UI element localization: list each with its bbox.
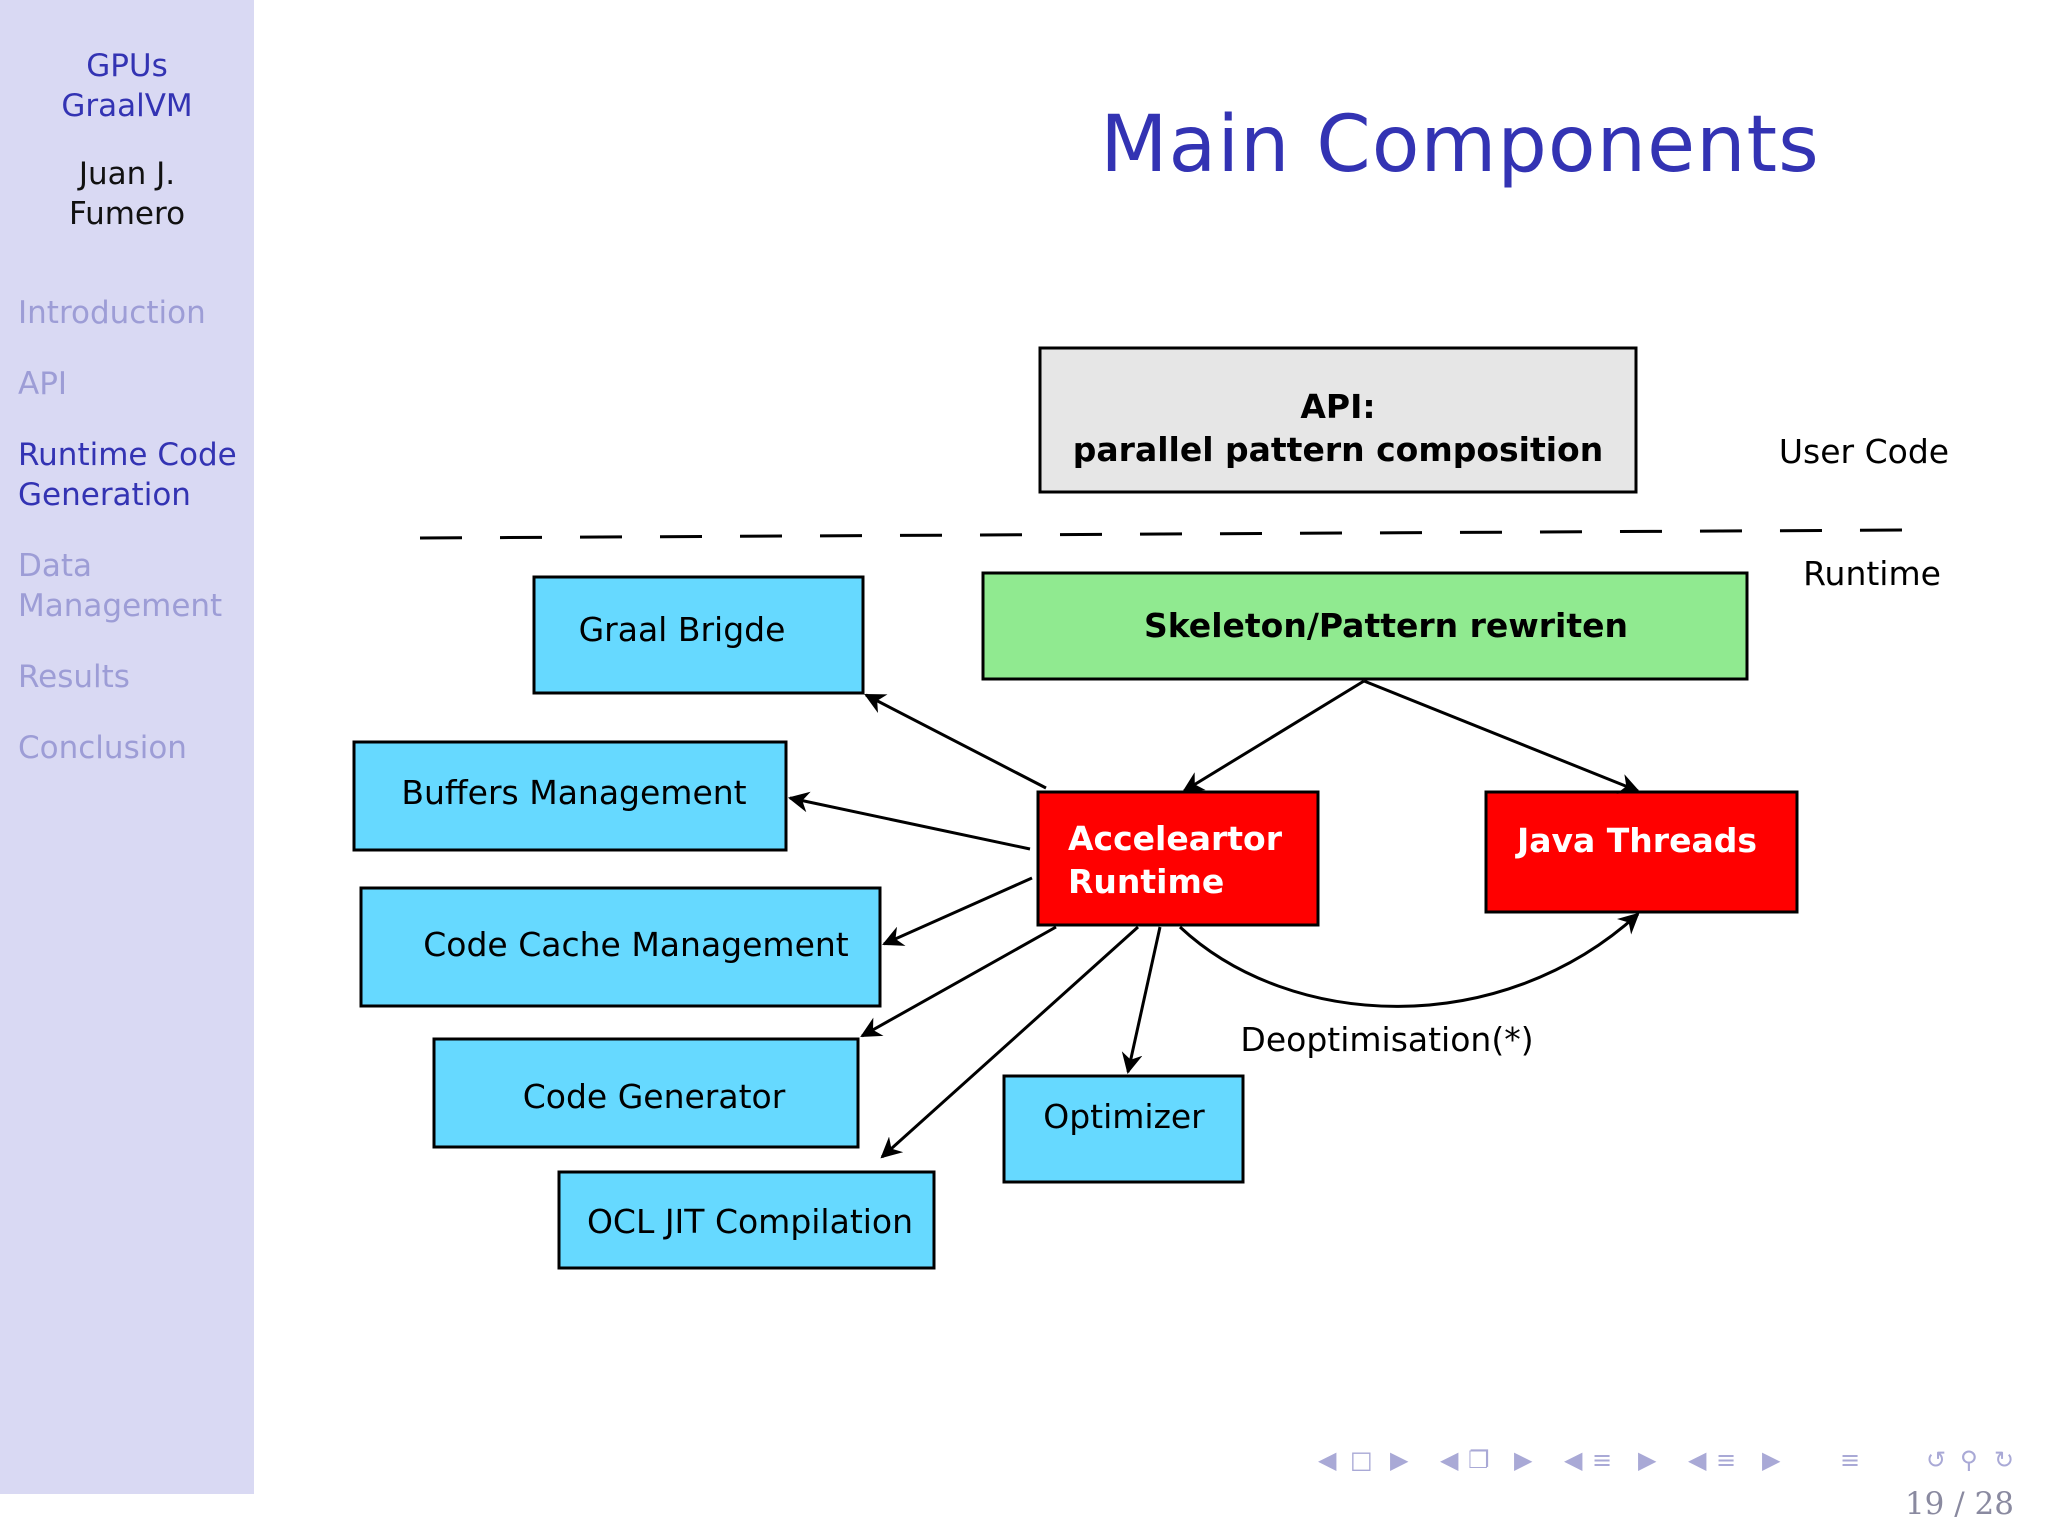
buffers-management-box-label: Buffers Management bbox=[401, 773, 746, 812]
arrow-left-icon[interactable]: ◀ bbox=[1318, 1446, 1337, 1474]
api-box-label-2: parallel pattern composition bbox=[1073, 430, 1603, 469]
graal-bridge-box-label: Graal Brigde bbox=[579, 610, 786, 649]
accelerator-runtime-box-rect bbox=[1036, 790, 1320, 927]
optimizer-box-rect bbox=[1002, 1074, 1245, 1184]
sidebar-item-data-management[interactable]: Data Management bbox=[18, 546, 248, 626]
arrow-right-icon[interactable]: ▶ bbox=[1514, 1446, 1533, 1474]
java-threads-box: Java Threads bbox=[1484, 790, 1799, 914]
arrow-left-icon[interactable]: ◀ bbox=[1564, 1446, 1583, 1474]
code-cache-management-box-rect bbox=[359, 886, 882, 1008]
outline-icon[interactable]: ≡ bbox=[1840, 1446, 1861, 1474]
sidebar-item-runtime-code-generation[interactable]: Runtime Code Generation bbox=[18, 435, 248, 515]
ocl-jit-compilation-box-label: OCL JIT Compilation bbox=[587, 1202, 913, 1241]
arrow-skeleton-to-java-threads bbox=[1363, 679, 1640, 794]
skeleton-box-rect bbox=[981, 571, 1749, 681]
sidebar-item-label: Data bbox=[18, 548, 93, 584]
sidebar-item-introduction[interactable]: Introduction bbox=[18, 295, 206, 331]
api-box-rect bbox=[1038, 346, 1638, 494]
user-code-label: User Code bbox=[1779, 432, 1949, 471]
buffers-management-box-rect bbox=[352, 740, 788, 852]
sidebar: GPUs GraalVM Juan J. Fumero Introduction… bbox=[0, 0, 254, 1494]
frame-icon[interactable]: □ bbox=[1350, 1446, 1373, 1474]
arrow-to-buffers-management bbox=[787, 791, 1031, 851]
subsection-icon[interactable]: ❐ bbox=[1468, 1446, 1490, 1474]
sidebar-item-label: Generation bbox=[18, 477, 191, 513]
code-generator-box-label: Code Generator bbox=[523, 1077, 786, 1116]
api-box: API: parallel pattern composition bbox=[1038, 346, 1638, 494]
code-generator-box: Code Generator bbox=[432, 1037, 860, 1149]
sidebar-item-label: Runtime Code bbox=[18, 437, 237, 473]
section-icon[interactable]: ≡ bbox=[1592, 1446, 1613, 1474]
undo-icon[interactable]: ↺ bbox=[1926, 1446, 1947, 1474]
search-icon[interactable]: ⚲ bbox=[1960, 1446, 1978, 1474]
code-generator-box-rect bbox=[432, 1037, 860, 1149]
sidebar-title-line-1[interactable]: GPUs bbox=[86, 48, 168, 84]
arrow-deoptimisation bbox=[1178, 912, 1640, 1008]
optimizer-box-label: Optimizer bbox=[1043, 1097, 1205, 1136]
arrow-skeleton-to-accelerator bbox=[1182, 679, 1365, 793]
ocl-jit-compilation-box-rect bbox=[557, 1170, 936, 1270]
arrow-left-icon[interactable]: ◀ bbox=[1688, 1446, 1707, 1474]
java-threads-box-rect bbox=[1484, 790, 1799, 914]
java-threads-box-label: Java Threads bbox=[1515, 821, 1757, 860]
code-cache-management-box-label: Code Cache Management bbox=[423, 925, 849, 964]
arrow-right-icon[interactable]: ▶ bbox=[1638, 1446, 1657, 1474]
sidebar-item-label: Management bbox=[18, 588, 223, 624]
sidebar-item-conclusion[interactable]: Conclusion bbox=[18, 730, 187, 766]
subsection-list-icon[interactable]: ≡ bbox=[1716, 1446, 1737, 1474]
api-box-label-1: API: bbox=[1300, 387, 1375, 426]
page-number: 19 / 28 bbox=[1904, 1486, 2014, 1522]
graal-bridge-box-rect bbox=[532, 575, 865, 695]
accelerator-runtime-box-label-1: Acceleartor bbox=[1068, 819, 1283, 858]
arrow-left-icon[interactable]: ◀ bbox=[1440, 1446, 1459, 1474]
accelerator-runtime-box: Acceleartor Runtime bbox=[1036, 790, 1320, 927]
deoptimisation-label: Deoptimisation(*) bbox=[1240, 1020, 1533, 1059]
sidebar-item-results[interactable]: Results bbox=[18, 659, 130, 695]
redo-icon[interactable]: ↻ bbox=[1994, 1446, 2015, 1474]
arrow-to-ocl-jit-compilation bbox=[880, 925, 1140, 1159]
sidebar-author-line-2: Fumero bbox=[68, 196, 186, 232]
code-cache-management-box: Code Cache Management bbox=[359, 886, 882, 1008]
sidebar-item-api[interactable]: API bbox=[18, 366, 68, 402]
slide-title: Main Components bbox=[1100, 100, 1820, 190]
buffers-management-box: Buffers Management bbox=[352, 740, 788, 852]
beamer-navigation: ◀ □ ▶ ◀ ❐ ▶ ◀ ≡ ▶ ◀ ≡ ▶ ≡ ↺ ⚲ ↻ bbox=[1318, 1446, 2038, 1480]
arrow-to-code-cache-management bbox=[882, 876, 1033, 946]
sidebar-author-line-1: Juan J. bbox=[78, 156, 176, 192]
sidebar-title-line-2[interactable]: GraalVM bbox=[61, 88, 193, 124]
skeleton-box-label: Skeleton/Pattern rewriten bbox=[1144, 606, 1628, 645]
accelerator-runtime-box-label-2: Runtime bbox=[1068, 862, 1224, 901]
skeleton-box: Skeleton/Pattern rewriten bbox=[981, 571, 1749, 681]
optimizer-box: Optimizer bbox=[1002, 1074, 1245, 1184]
arrow-right-icon[interactable]: ▶ bbox=[1390, 1446, 1409, 1474]
arrow-to-optimizer bbox=[1121, 926, 1162, 1075]
arrow-to-graal-bridge bbox=[864, 693, 1047, 790]
ocl-jit-compilation-box: OCL JIT Compilation bbox=[557, 1170, 936, 1270]
arrow-to-code-generator bbox=[860, 925, 1057, 1038]
runtime-label: Runtime bbox=[1803, 554, 1941, 593]
separator-dashed-line bbox=[419, 528, 1911, 540]
graal-bridge-box: Graal Brigde bbox=[532, 575, 865, 695]
arrow-right-icon[interactable]: ▶ bbox=[1762, 1446, 1781, 1474]
